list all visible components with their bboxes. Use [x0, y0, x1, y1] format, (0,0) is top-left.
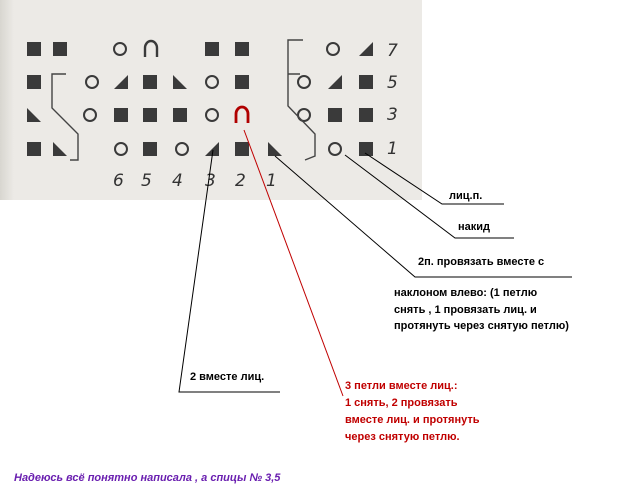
- row-number: 5: [387, 73, 398, 93]
- row-number: 3: [387, 105, 398, 125]
- knit-square-symbol: [143, 75, 157, 89]
- label-k3tog-2: 1 снять, 2 провязать: [345, 397, 458, 409]
- label-k3tog-4: через снятую петлю.: [345, 431, 460, 443]
- row-number: 1: [387, 139, 398, 159]
- column-number: 6: [113, 171, 124, 191]
- leader-k2tog: [178, 149, 280, 393]
- column-number: 2: [235, 171, 246, 191]
- ssk-triangle-symbol: [173, 75, 187, 89]
- knit-square-symbol: [114, 108, 128, 122]
- knit-square-symbol: [143, 108, 157, 122]
- label-ssk-title: 2п. провязать вместе с: [418, 256, 545, 268]
- knit-square-symbol: [27, 42, 41, 56]
- k2tog-triangle-symbol: [359, 42, 373, 56]
- knit-square-symbol: [53, 42, 67, 56]
- yarn-over-circle-symbol: [297, 108, 311, 122]
- yarn-over-circle-symbol: [114, 142, 128, 156]
- k2tog-triangle-symbol: [328, 75, 342, 89]
- k3tog-arch-symbol: [143, 39, 159, 57]
- yarn-over-circle-symbol: [297, 75, 311, 89]
- knit-square-symbol: [27, 142, 41, 156]
- label-knit: лиц.п.: [449, 190, 483, 202]
- yarn-over-circle-symbol: [328, 142, 342, 156]
- column-number: 4: [172, 171, 183, 191]
- ssk-triangle-symbol: [268, 142, 282, 156]
- ssk-triangle-symbol: [53, 142, 67, 156]
- label-k2tog: 2 вместе лиц.: [190, 371, 265, 383]
- knit-square-symbol: [235, 75, 249, 89]
- k2tog-triangle-symbol: [205, 142, 219, 156]
- column-number: 3: [205, 171, 216, 191]
- label-ssk-desc-2: снять , 1 провязать лиц. и: [394, 304, 537, 316]
- yarn-over-circle-symbol: [205, 108, 219, 122]
- knit-square-symbol: [328, 108, 342, 122]
- knit-square-symbol: [359, 108, 373, 122]
- row-number: 7: [387, 41, 398, 61]
- yarn-over-circle-symbol: [326, 42, 340, 56]
- knit-square-symbol: [359, 75, 373, 89]
- knit-square-symbol: [205, 42, 219, 56]
- yarn-over-circle-symbol: [175, 142, 189, 156]
- yarn-over-circle-symbol: [205, 75, 219, 89]
- k2tog-triangle-symbol: [114, 75, 128, 89]
- knit-square-symbol: [27, 75, 41, 89]
- label-k3tog-1: 3 петли вместе лиц.:: [345, 380, 458, 392]
- knit-square-symbol: [235, 142, 249, 156]
- yarn-over-circle-symbol: [83, 108, 97, 122]
- column-number: 5: [141, 171, 152, 191]
- knit-square-symbol: [359, 142, 373, 156]
- leader-k3tog: [243, 129, 344, 397]
- label-k3tog-3: вместе лиц. и протянуть: [345, 414, 480, 426]
- yarn-over-circle-symbol: [113, 42, 127, 56]
- column-number: 1: [266, 171, 277, 191]
- left-repeat-bracket: [51, 73, 79, 161]
- knit-square-symbol: [235, 42, 249, 56]
- knit-square-symbol: [143, 142, 157, 156]
- ssk-triangle-symbol: [27, 108, 41, 122]
- yarn-over-circle-symbol: [85, 75, 99, 89]
- leader-knit: [364, 152, 504, 205]
- scan-edge-shadow: [0, 0, 14, 200]
- label-ssk-desc-1: наклоном влево: (1 петлю: [394, 287, 538, 299]
- right-repeat-bracket: [287, 39, 316, 161]
- chart-symbols: [27, 39, 373, 156]
- footer-note: Надеюсь всё понятно написала , а спицы №…: [14, 472, 281, 484]
- leader-ssk: [274, 155, 572, 278]
- label-yarn-over: накид: [458, 221, 491, 233]
- knit-square-symbol: [173, 108, 187, 122]
- k3tog-arch-symbol-red: [234, 105, 250, 123]
- label-ssk-desc-3: протянуть через снятую петлю): [394, 320, 569, 332]
- leader-yarn-over: [344, 154, 514, 239]
